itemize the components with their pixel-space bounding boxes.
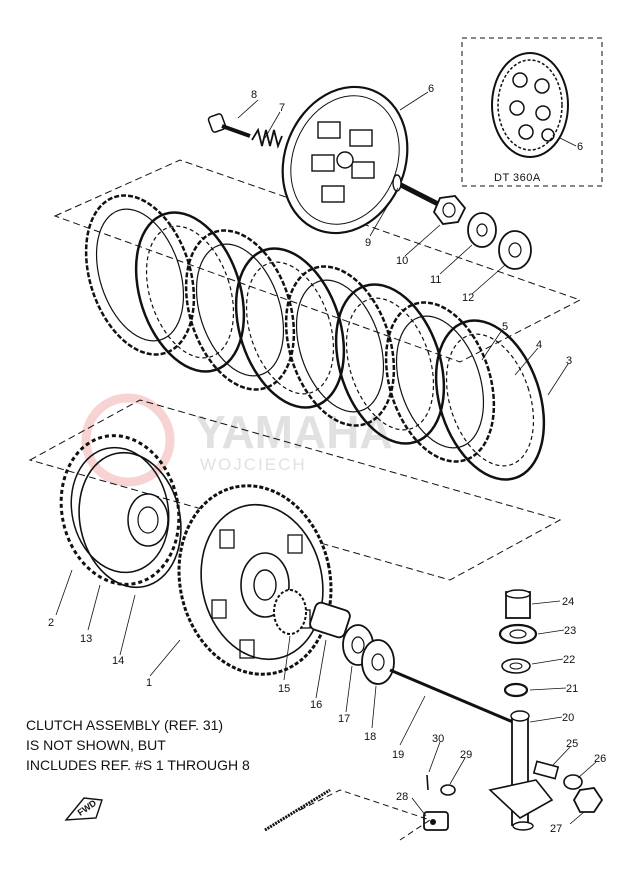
watermark-logo (81, 393, 175, 487)
part-2-primary-driven-gear (59, 434, 181, 586)
leader-lines (55, 91, 597, 825)
callout-5: 5 (502, 321, 508, 333)
callout-26: 26 (594, 753, 606, 765)
callout-13: 13 (80, 633, 92, 645)
callout-21: 21 (566, 683, 578, 695)
assembly-note-line-2: IS NOT SHOWN, BUT (26, 737, 166, 753)
hub-group-box (28, 399, 562, 581)
clutch-cable (264, 788, 331, 832)
callout-25: 25 (566, 738, 578, 750)
part-16-collar (309, 601, 351, 639)
callout-4: 4 (536, 339, 542, 351)
callout-14: 14 (112, 655, 124, 667)
inset-label: DT 360A (494, 172, 541, 184)
assembly-note-line-1: CLUTCH ASSEMBLY (REF. 31) (26, 717, 224, 733)
callout-23: 23 (564, 625, 576, 637)
callout-11: 11 (430, 274, 441, 286)
assembly-note-line-3: INCLUDES REF. #S 1 THROUGH 8 (26, 757, 250, 773)
callout-24: 24 (562, 596, 574, 608)
callout-30: 30 (432, 733, 444, 745)
callout-19: 19 (392, 749, 404, 761)
plate-stack (84, 194, 546, 481)
callout-2: 2 (48, 617, 54, 629)
callout-22: 22 (563, 654, 575, 666)
callout-7: 7 (279, 102, 285, 114)
callout-17: 17 (338, 713, 350, 725)
part-18-washer (361, 639, 395, 685)
part-10-nut (432, 195, 467, 225)
part-7-spring (251, 127, 283, 149)
part-20-push-lever-shaft (488, 710, 554, 831)
part-1-clutch-housing (177, 484, 333, 676)
part-11-washer (467, 212, 497, 248)
assembly-note: CLUTCH ASSEMBLY (REF. 31) IS NOT SHOWN, … (26, 715, 250, 775)
part-6-pressure-plate (281, 85, 409, 235)
part-12-washer (498, 230, 532, 270)
part-8-bolt (207, 113, 251, 138)
callout-20: 20 (562, 712, 574, 724)
callout-3: 3 (566, 355, 572, 367)
part-28-cable-holder (423, 811, 449, 831)
watermark: YAMAHA WOJCIECH (81, 393, 393, 487)
callout-28: 28 (396, 791, 408, 803)
part-29-plug (440, 784, 456, 796)
callout-29: 29 (460, 749, 472, 761)
callout-9: 9 (365, 237, 371, 249)
part-13-o-ring (78, 451, 182, 589)
cable-dashed-guide (299, 789, 432, 841)
callout-18: 18 (364, 731, 376, 743)
part-19-push-rod (389, 668, 521, 727)
watermark-sub-text: WOJCIECH (200, 455, 307, 474)
part-27-nut (572, 787, 604, 813)
part-9-push-rod (392, 174, 442, 208)
inset-pressure-plate (491, 52, 569, 158)
watermark-main-text: YAMAHA (195, 406, 393, 458)
callout-16: 16 (310, 699, 322, 711)
callout-15: 15 (278, 683, 290, 695)
part-23-oil-seal (498, 623, 538, 645)
callout-6: 6 (428, 83, 434, 95)
callout-12: 12 (462, 292, 474, 304)
inset-callout-6: 6 (577, 141, 583, 153)
callout-labels: 8 7 6 9 10 11 12 5 4 3 2 13 14 1 15 16 1… (48, 83, 606, 835)
part-15-gear (273, 589, 307, 635)
part-25-adjust-screw (532, 760, 560, 780)
part-24-bushing (505, 589, 531, 619)
part-21-circlip (503, 682, 529, 698)
callout-10: 10 (396, 255, 408, 267)
callout-1: 1 (146, 677, 152, 689)
part-22-washer (501, 658, 531, 674)
part-26-washer (563, 774, 583, 790)
callout-8: 8 (251, 89, 257, 101)
forward-direction-marker: FWD (64, 797, 103, 821)
callout-27: 27 (550, 823, 562, 835)
plate-group-box (53, 159, 582, 363)
part-30-pin (426, 774, 429, 791)
inset-panel: DT 360A 6 (461, 37, 603, 187)
